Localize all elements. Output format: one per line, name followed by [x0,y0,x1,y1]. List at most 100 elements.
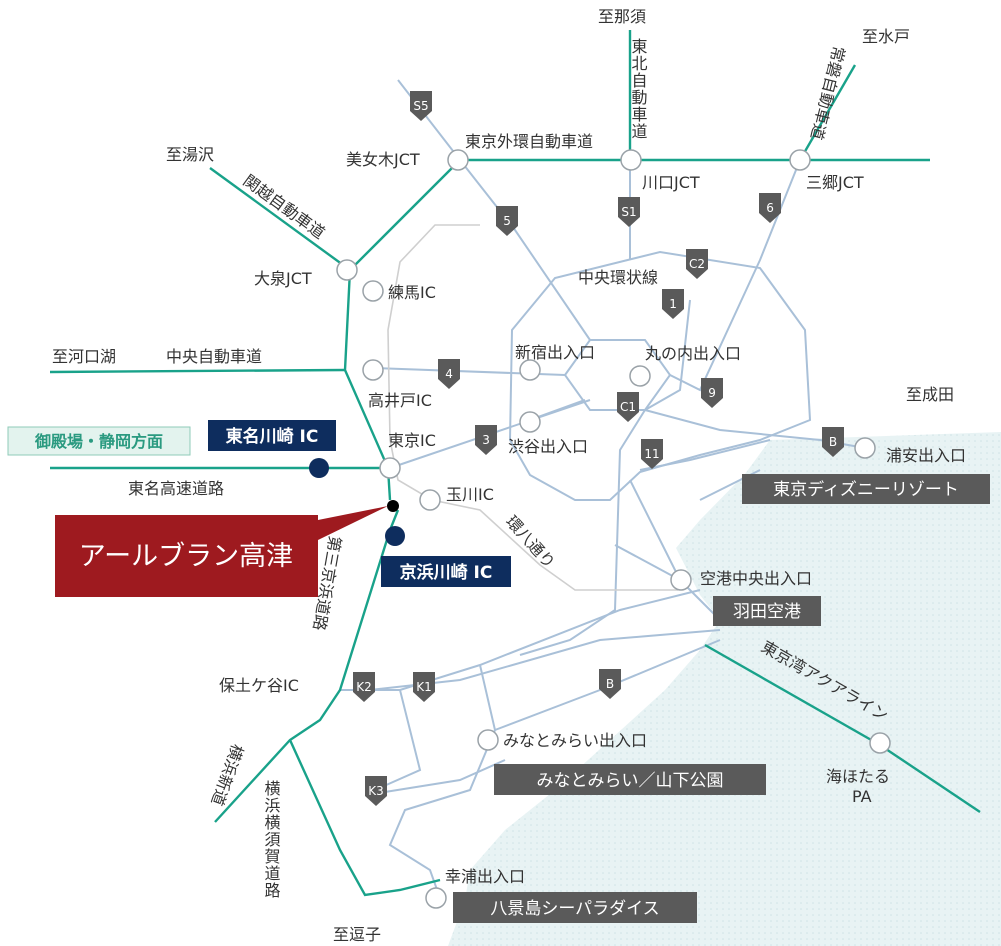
label-bijogi: 美女木JCT [346,150,420,169]
label-chuo: 中央自動車道 [166,347,262,366]
node-tokyo-ic[interactable] [379,457,401,479]
brand-pointer [318,506,388,540]
node-umihotaru[interactable] [869,732,891,754]
label-hodogaya: 保土ケ谷IC [219,676,299,695]
label-shinjuku: 新宿出入口 [515,343,595,362]
kannana-road [387,224,678,591]
svg-text:B: B [606,677,614,691]
home-location-dot[interactable] [387,500,399,512]
shield-c1[interactable]: C1 [617,392,639,422]
minatomirai-park-box[interactable] [494,764,766,795]
shield-r6[interactable]: 6 [759,193,781,223]
keihin-kawasaki-dot[interactable] [385,526,405,546]
shield-k1[interactable]: K1 [413,672,435,702]
shield-k3[interactable]: K3 [365,776,387,806]
svg-text:1: 1 [669,297,677,311]
label-tokyo-ic: 東京IC [388,431,436,450]
route-shields: S5 5 S1 6 C2 1 4 C1 9 3 11 B B K1 K2 K3 [353,91,844,806]
svg-text:4: 4 [445,367,453,381]
vertical-labels: 東北自動車道 横浜横須賀道路 [262,38,648,899]
brand-box[interactable] [55,515,318,597]
label-kuko-chuo: 空港中央出入口 [700,569,812,588]
ic-nodes [336,149,891,909]
node-urayasu[interactable] [854,437,876,459]
gotemba-label: 御殿場・静岡方面 [34,432,163,451]
label-nasu: 至那須 [598,7,646,26]
horizontal-labels: 至那須 至水戸 至湯沢 至河口湖 至成田 至逗子 東京外環自動車道 中央自動車道… [52,7,966,944]
label-marunouchi: 丸の内出入口 [645,344,741,363]
node-nerima[interactable] [362,280,384,302]
node-kawaguchi[interactable] [620,149,642,171]
label-shibuya: 渋谷出入口 [508,437,588,456]
tomei-kawasaki-box[interactable] [208,420,336,451]
shield-s1[interactable]: S1 [618,197,640,227]
gotemba-box[interactable] [7,426,191,456]
tomei-kawasaki-label: 東名川崎 IC [226,426,319,447]
label-misato: 三郷JCT [806,173,864,192]
label-kozura: 幸浦出入口 [445,867,525,886]
shield-r3[interactable]: 3 [475,425,497,455]
label-tohoku: 東北自動車道 [629,38,648,140]
shield-b-south[interactable]: B [599,669,621,699]
brand-name: アールブラン高津 [79,541,293,572]
label-kawaguchiko: 至河口湖 [52,347,116,366]
label-oizumi: 大泉JCT [254,269,312,288]
node-tamagawa[interactable] [419,489,441,511]
disney-box[interactable] [742,474,990,504]
shield-k2[interactable]: K2 [353,672,375,702]
hakkeijima-label: 八景島シーパラダイス [490,899,659,919]
node-takaido[interactable] [362,359,384,381]
svg-text:C1: C1 [620,400,636,414]
shield-r4[interactable]: 4 [438,359,460,389]
haneda-box[interactable] [713,596,821,626]
keihin-kawasaki-label: 京浜川崎 IC [400,562,493,583]
label-kawaguchi: 川口JCT [642,173,700,192]
label-takaido: 高井戸IC [368,391,432,410]
shield-r11[interactable]: 11 [641,439,663,469]
label-joban: 常磐自動車道 [807,44,849,142]
node-shinjuku[interactable] [519,359,541,381]
svg-text:9: 9 [708,386,716,400]
node-oizumi[interactable] [336,259,358,281]
label-pa: PA [852,787,872,806]
haneda-label: 羽田空港 [733,602,801,622]
label-yokohama-shindo: 横浜新道 [207,742,247,809]
label-umihotaru: 海ほたる [826,767,890,786]
keihin-kawasaki-box[interactable] [381,556,511,587]
shield-r1[interactable]: 1 [662,289,684,319]
node-marunouchi[interactable] [629,365,651,387]
tomei-kawasaki-dot[interactable] [309,458,329,478]
svg-text:B: B [829,435,837,449]
svg-text:K1: K1 [416,680,432,694]
label-gaikan: 東京外環自動車道 [465,132,593,151]
disney-label: 東京ディズニーリゾート [773,479,959,500]
shield-s5[interactable]: S5 [410,91,432,121]
label-nerima: 練馬IC [388,283,436,302]
shield-c2[interactable]: C2 [686,249,708,279]
node-kozura[interactable] [425,887,447,909]
shield-r5[interactable]: 5 [496,206,518,236]
svg-text:11: 11 [644,447,659,461]
node-shibuya[interactable] [519,411,541,433]
shield-b-east[interactable]: B [822,427,844,457]
minatomirai-park-label: みなとみらい／山下公園 [537,771,724,791]
svg-text:5: 5 [503,214,511,228]
label-yokohama-yokosuka-1: 横浜横須賀道路 [262,780,281,899]
node-kuko-chuo[interactable] [670,569,692,591]
svg-text:S5: S5 [413,99,428,113]
node-minatomirai[interactable] [477,729,499,751]
hakkeijima-box[interactable] [453,892,697,923]
label-narita: 至成田 [906,385,954,404]
shield-r9[interactable]: 9 [701,378,723,408]
node-misato[interactable] [789,149,811,171]
label-minatomirai: みなとみらい出入口 [503,731,647,750]
svg-text:K3: K3 [368,784,384,798]
label-kanetsu: 関越自動車道 [240,171,329,243]
svg-text:K2: K2 [356,680,372,694]
node-bijogi[interactable] [447,149,469,171]
svg-text:C2: C2 [689,257,705,271]
svg-text:6: 6 [766,201,774,215]
svg-text:3: 3 [482,433,490,447]
